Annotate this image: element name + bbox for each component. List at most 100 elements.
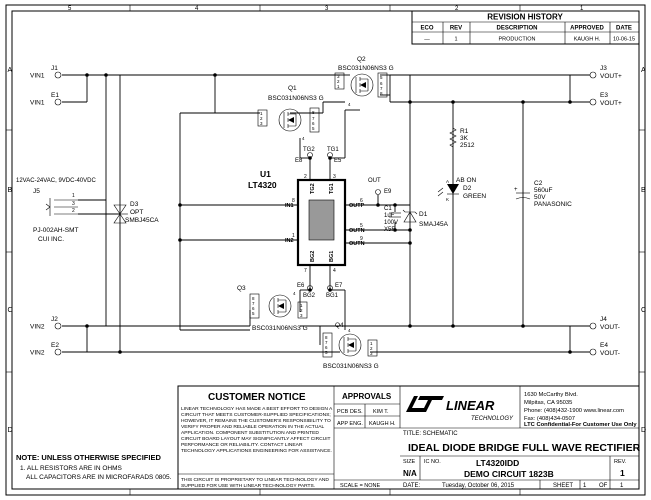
terminal-e3[interactable]: E3 VOUT+	[589, 92, 622, 107]
terminal-j3[interactable]: J3 VOUT+	[589, 65, 622, 80]
of-value: 1	[620, 483, 624, 489]
tp-bg1-label: BG1	[326, 293, 339, 299]
title-text: IDEAL DIODE BRIDGE FULL WAVE RECTIFIER	[408, 442, 641, 454]
q2-pin-2: 2	[337, 79, 340, 84]
tp-tg1-label: TG1	[327, 147, 339, 153]
scale-label: SCALE = NONE	[340, 483, 381, 489]
u1-pin-in2-name: IN2	[285, 238, 294, 244]
u1-pin-outn1-name: OUTN	[349, 228, 365, 234]
vin1-label-a: VIN1	[30, 73, 45, 80]
row-label-a: A	[8, 67, 13, 74]
notice-line-3: HOWEVER, IT REMAINS THE CUSTOMER'S RESPO…	[181, 418, 331, 424]
u1-pin-tg1-num: 3	[333, 174, 336, 180]
date-value: Tuesday, October 06, 2015	[442, 483, 515, 489]
notice-line-1: LINEAR TECHNOLOGY HAS MADE A BEST EFFORT…	[181, 406, 333, 412]
row-label-b-right: B	[641, 187, 646, 194]
d2-color: GREEN	[463, 193, 486, 200]
q3-pin-5: 5	[252, 311, 255, 316]
vin2-label-a: VIN2	[30, 324, 45, 331]
voutn-label-b: VOUT-	[600, 350, 620, 357]
e2-label: E2	[51, 342, 59, 349]
outer-border	[5, 4, 646, 496]
u1-pin-tg2-name: TG2	[310, 183, 316, 194]
tp-e7-label: E7	[335, 283, 343, 289]
tvs-diode-d3: D3 OPT SMBJ45CA	[112, 201, 159, 224]
u1-pin-in1-num: 8	[292, 198, 295, 204]
terminal-j2[interactable]: J2 VIN2	[30, 316, 62, 331]
dc-jack-j5: 12VAC-24VAC, 9VDC-40VDC J5 1 3 2 PJ-002A…	[16, 178, 96, 243]
q4-pin-gate: 4	[348, 328, 351, 333]
u1-pin-tg2-num: 2	[304, 174, 307, 180]
c1-ref: C1	[384, 206, 392, 212]
title-label: TITLE: SCHEMATIC	[403, 431, 458, 437]
terminal-j1[interactable]: J1 VIN1	[30, 65, 62, 80]
u1-pin-outn2-num: 9	[360, 236, 363, 242]
rev-value: 1	[620, 468, 625, 478]
rev-label: REV.	[614, 459, 627, 465]
jack-mfr: CUI INC.	[38, 236, 64, 243]
u1-pin-in2-num: 1	[292, 233, 295, 239]
sheet-value: 1	[583, 483, 587, 489]
q2-pin-3: 3	[337, 74, 340, 79]
notice-line-8: TECHNOLOGY APPLICATIONS ENGINEERING FOR …	[181, 448, 332, 454]
c1-value: 1uF	[384, 213, 395, 219]
q4-pin-2: 2	[370, 346, 373, 351]
mosfet-q3: Q3 8 7 6 5 1 2 3 4 BSC031N06NS3 G	[237, 285, 308, 332]
address-line-2: Milpitas, CA 95035	[524, 400, 572, 406]
terminal-j4[interactable]: J4 VOUT-	[589, 316, 620, 331]
q2-part: BSC031N06NS3 G	[338, 65, 394, 72]
col-label-5: 1	[580, 6, 584, 12]
icno-label: IC NO.	[424, 459, 441, 465]
terminal-e4[interactable]: E4 VOUT-	[589, 342, 620, 357]
q2-pin-6: 6	[380, 81, 383, 86]
rev-cell-eco: —	[424, 37, 430, 43]
d3-value: OPT	[130, 209, 143, 216]
address-line-1: 1630 McCarthy Blvd.	[524, 392, 578, 398]
voutn-label-a: VOUT-	[600, 324, 620, 331]
approvals-title: APPROVALS	[342, 392, 392, 401]
col-label-4: 2	[455, 6, 459, 12]
testpoints: TG2 TG1 E8 E5 OUT E9 E6 E7 BG2 BG1	[295, 147, 392, 299]
proprietary-line-1: THIS CIRCUIT IS PROPRIETARY TO LINEAR TE…	[181, 477, 329, 483]
q1-pin-5: 5	[312, 126, 315, 131]
c1-voltage: 100V	[384, 220, 398, 226]
size-value: N/A	[403, 469, 417, 478]
proprietary-line-2: SUPPLIED FOR USE WITH LINEAR TECHNOLOGY …	[181, 483, 315, 489]
q2-ref: Q2	[357, 56, 366, 63]
notice-line-4: VERIFY PROPER AND RELIABLE OPERATION IN …	[181, 424, 325, 430]
capacitor-c1: C1 1uF 100V X5R	[384, 206, 401, 233]
drawing-title: TITLE: SCHEMATIC IDEAL DIODE BRIDGE FULL…	[403, 431, 641, 489]
tp-out-label: OUT	[368, 178, 381, 184]
q1-pin-gate: 4	[302, 136, 305, 141]
logo-tech: TECHNOLOGY	[471, 416, 514, 422]
jack-pin-3: 3	[72, 201, 75, 207]
row-label-a-right: A	[641, 67, 646, 74]
rev-cell-rev: 1	[454, 37, 457, 43]
wires	[62, 74, 590, 353]
date-label: DATE:	[403, 483, 421, 489]
terminal-e1[interactable]: E1 VIN1	[30, 92, 62, 107]
q1-pin-3: 3	[260, 121, 263, 126]
q1-pin-8: 8	[312, 110, 315, 115]
q4-pin-3: 3	[370, 351, 373, 356]
company-logo: LINEAR TECHNOLOGY	[406, 396, 514, 422]
rev-cell-approved: KAUGH H.	[574, 37, 601, 43]
d1-part: SMAJ45A	[419, 221, 449, 228]
q3-pin-3: 3	[300, 313, 303, 318]
c1-dielectric: X5R	[384, 227, 396, 233]
rev-header-approved: APPROVED	[570, 26, 604, 32]
q2-pin-gate: 4	[348, 102, 351, 107]
notice-line-6: CIRCUIT BOARD LAYOUT MAY SIGNIFICANTLY A…	[181, 436, 331, 442]
u1-pin-outn1-num: 5	[360, 223, 363, 229]
u1-pin-bg2-name: BG2	[310, 251, 316, 262]
confidential-line: LTC Confidential-For Customer Use Only	[524, 422, 637, 428]
u1-pin-outn2-name: OUTN	[349, 241, 365, 247]
q4-pin-1: 1	[370, 341, 373, 346]
jack-range: 12VAC-24VAC, 9VDC-40VDC	[16, 178, 96, 184]
of-label: OF	[599, 483, 608, 489]
terminal-e2[interactable]: E2 VIN2	[30, 342, 62, 357]
u1-ref: U1	[260, 169, 271, 179]
led-d2: AB ON D2 GREEN A K	[437, 177, 486, 202]
